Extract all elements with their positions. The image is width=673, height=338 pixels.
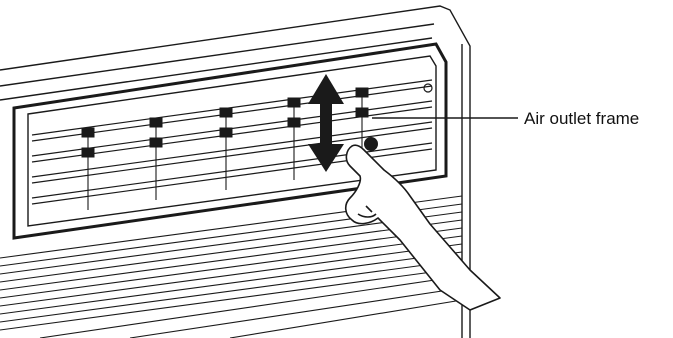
callout-label: Air outlet frame: [524, 109, 639, 128]
frame-knob: [364, 137, 378, 151]
